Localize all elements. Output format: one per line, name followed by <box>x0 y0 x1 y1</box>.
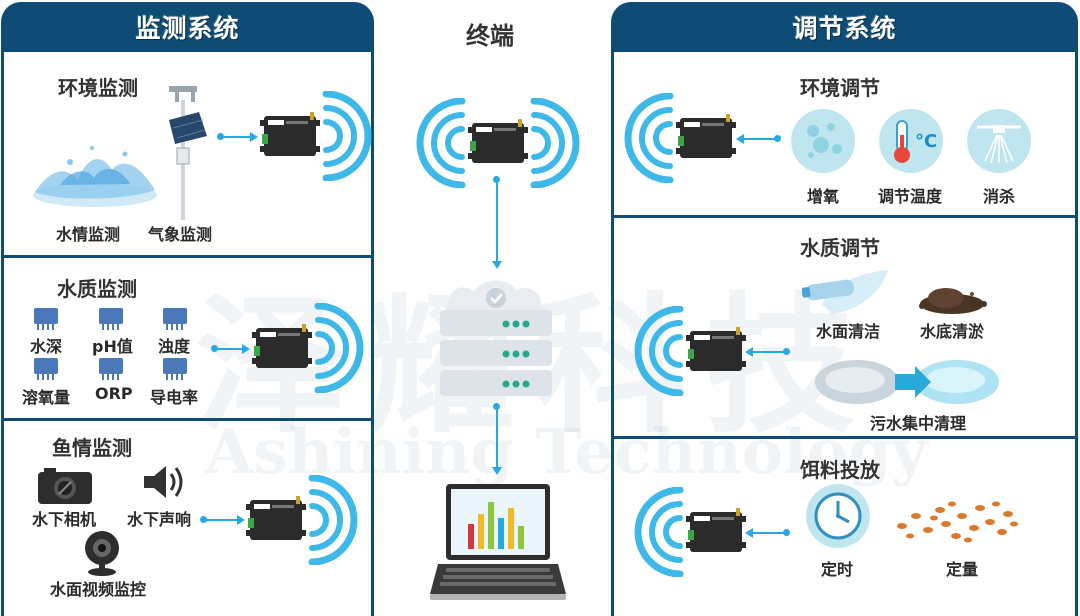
wireless-module-env-regulate <box>676 112 736 164</box>
link-arrow <box>751 532 785 534</box>
feed-pellets-icon <box>897 501 1018 543</box>
link-arrow <box>203 519 239 521</box>
arrow-head <box>745 528 753 538</box>
signal-wave-icon <box>530 98 580 188</box>
divider <box>611 436 1078 439</box>
link-arrow <box>214 348 244 350</box>
monitoring-title: 监测系统 <box>1 2 374 52</box>
weather-station-icon <box>169 86 207 220</box>
speaker-icon <box>144 466 183 498</box>
webcam-icon <box>85 531 119 576</box>
terminal-title: 终端 <box>466 22 514 50</box>
weather-monitor-label: 气象监测 <box>148 225 213 244</box>
svg-text:°C: °C <box>915 131 937 152</box>
disinfect-label: 消杀 <box>983 187 1016 206</box>
sewage-cleanup-icon <box>815 360 999 404</box>
signal-wave-icon <box>314 303 364 393</box>
arrow-head <box>250 132 258 142</box>
arrow-head <box>736 134 744 144</box>
link-arrow <box>751 351 785 353</box>
signal-wave-icon <box>634 306 684 396</box>
water-regulate-title: 水质调节 <box>800 236 880 260</box>
sensor-label-orp: ORP <box>95 384 133 403</box>
watermark-en: Ashining Technology <box>205 415 928 488</box>
sensor-label-conductivity: 导电率 <box>150 388 199 407</box>
temperature-label: 调节温度 <box>878 187 943 206</box>
divider <box>1 418 374 421</box>
link-dot <box>783 348 790 355</box>
signal-wave-icon <box>624 93 674 183</box>
oxygen-icon <box>791 109 855 173</box>
fish-monitor-title: 鱼情监测 <box>52 436 132 460</box>
surface-video-label: 水面视频监控 <box>50 580 147 599</box>
surface-clean-label: 水面清洁 <box>816 322 881 341</box>
arrow-head <box>492 467 502 475</box>
wireless-module-feed <box>686 506 746 558</box>
link-dot <box>493 403 500 410</box>
sensor-icon <box>163 308 187 330</box>
sensor-icon <box>99 358 123 380</box>
underwater-sound-label: 水下声响 <box>127 510 192 529</box>
arrow-head <box>745 347 753 357</box>
laptop-icon <box>430 484 566 600</box>
signal-wave-icon <box>322 91 372 181</box>
sensor-icon <box>163 358 187 380</box>
arrow-head <box>492 261 502 269</box>
signal-wave-icon <box>416 98 466 188</box>
wireless-module-env <box>260 110 320 162</box>
water-quality-title: 水质监测 <box>57 277 137 301</box>
sensor-label-depth: 水深 <box>30 337 63 356</box>
sensor-icon <box>34 358 58 380</box>
server-icon <box>440 280 552 396</box>
sediment-icon <box>919 288 987 314</box>
link-arrow <box>742 138 776 140</box>
timer-label: 定时 <box>821 560 854 579</box>
arrow-head <box>242 344 250 354</box>
link-arrow <box>496 407 498 468</box>
signal-wave-icon <box>308 475 358 565</box>
water-splash-icon <box>33 146 157 207</box>
wireless-module-fish <box>246 494 306 546</box>
sensor-label-ph: pH值 <box>92 337 133 356</box>
link-dot <box>783 529 790 536</box>
env-regulate-title: 环境调节 <box>800 76 880 100</box>
thermometer-icon: °C <box>879 109 943 173</box>
water-monitor-label: 水情监测 <box>56 225 121 244</box>
camera-icon <box>38 468 92 504</box>
wireless-module-quality <box>252 322 312 374</box>
sensor-label-turbidity: 浊度 <box>158 337 191 356</box>
clock-icon <box>806 484 870 548</box>
regulation-title: 调节系统 <box>611 2 1078 52</box>
oxygen-label: 增氧 <box>807 187 840 206</box>
link-dot <box>493 176 500 183</box>
feed-title: 饵料投放 <box>800 458 880 482</box>
divider <box>611 215 1078 218</box>
disinfect-drone-icon <box>967 109 1031 173</box>
wireless-module-water-regulate <box>686 325 746 377</box>
wireless-module-terminal <box>468 117 528 169</box>
link-arrow <box>220 136 252 138</box>
arrow-head <box>237 515 245 525</box>
sensor-icon <box>34 308 58 330</box>
bottom-dredge-label: 水底清淤 <box>920 322 985 341</box>
sensor-icon <box>99 308 123 330</box>
sewage-cleanup-label: 污水集中清理 <box>870 414 967 433</box>
plastic-bottle-icon <box>802 270 888 314</box>
env-monitor-title: 环境监测 <box>58 76 138 100</box>
sensor-label-oxygen: 溶氧量 <box>22 388 71 407</box>
divider <box>1 255 374 258</box>
underwater-camera-label: 水下相机 <box>32 510 97 529</box>
link-arrow <box>496 180 498 262</box>
quantity-label: 定量 <box>946 560 979 579</box>
link-dot <box>774 135 781 142</box>
signal-wave-icon <box>634 487 684 577</box>
